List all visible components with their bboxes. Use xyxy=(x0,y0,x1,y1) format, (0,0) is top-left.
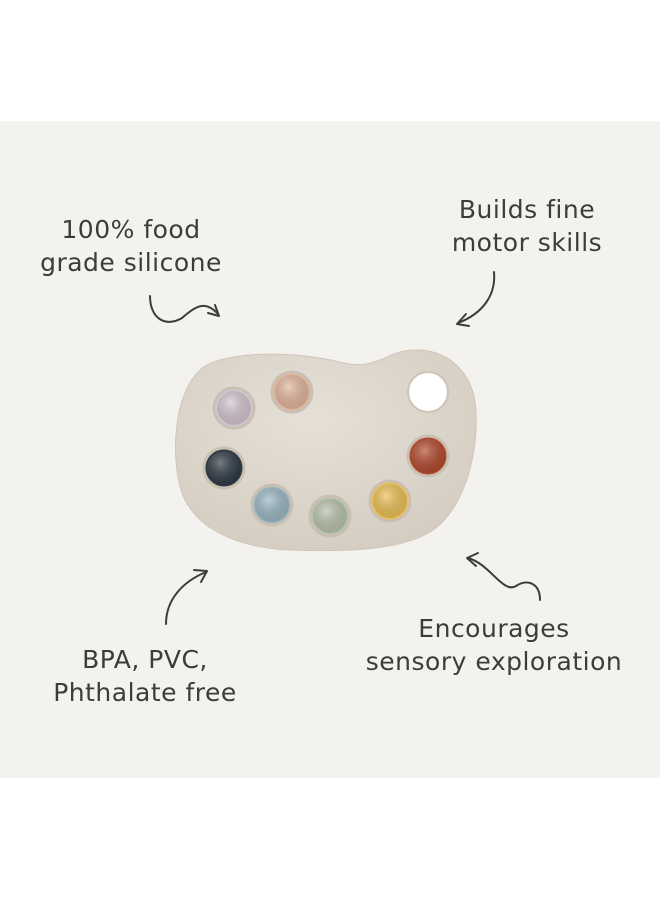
motor-skills-line-2: motor skills xyxy=(451,228,603,257)
arrow-bottom-right-icon xyxy=(467,557,541,601)
arrow-top-left-icon xyxy=(149,295,219,323)
arrow-bottom-left-icon xyxy=(165,571,207,625)
bpa-free-line-2: Phthalate free xyxy=(53,678,237,707)
bpa-free-line-1: BPA, PVC, xyxy=(82,645,208,674)
food-grade-line-1: 100% food xyxy=(61,215,201,244)
bpa-free-label: BPA, PVC, Phthalate free xyxy=(36,643,254,709)
motor-skills-label: Builds fine motor skills xyxy=(432,193,622,259)
pop-bubble-highlight xyxy=(411,439,445,473)
pop-bubble-highlight xyxy=(373,484,407,518)
food-grade-label: 100% food grade silicone xyxy=(26,213,236,279)
sensory-label: Encourages sensory exploration xyxy=(354,612,634,678)
pop-bubble-highlight xyxy=(217,391,251,425)
palette-thumb-hole xyxy=(407,371,449,413)
pop-bubble-highlight xyxy=(275,375,309,409)
sensory-line-1: Encourages xyxy=(418,614,570,643)
pop-bubble-highlight xyxy=(313,499,347,533)
pop-bubble-highlight xyxy=(255,488,289,522)
arrow-top-right-icon xyxy=(457,271,496,324)
motor-skills-line-1: Builds fine xyxy=(458,195,596,224)
pop-bubble-highlight xyxy=(207,451,241,485)
food-grade-line-2: grade silicone xyxy=(40,248,222,277)
sensory-line-2: sensory exploration xyxy=(365,647,623,676)
paint-palette-toy xyxy=(174,349,477,552)
